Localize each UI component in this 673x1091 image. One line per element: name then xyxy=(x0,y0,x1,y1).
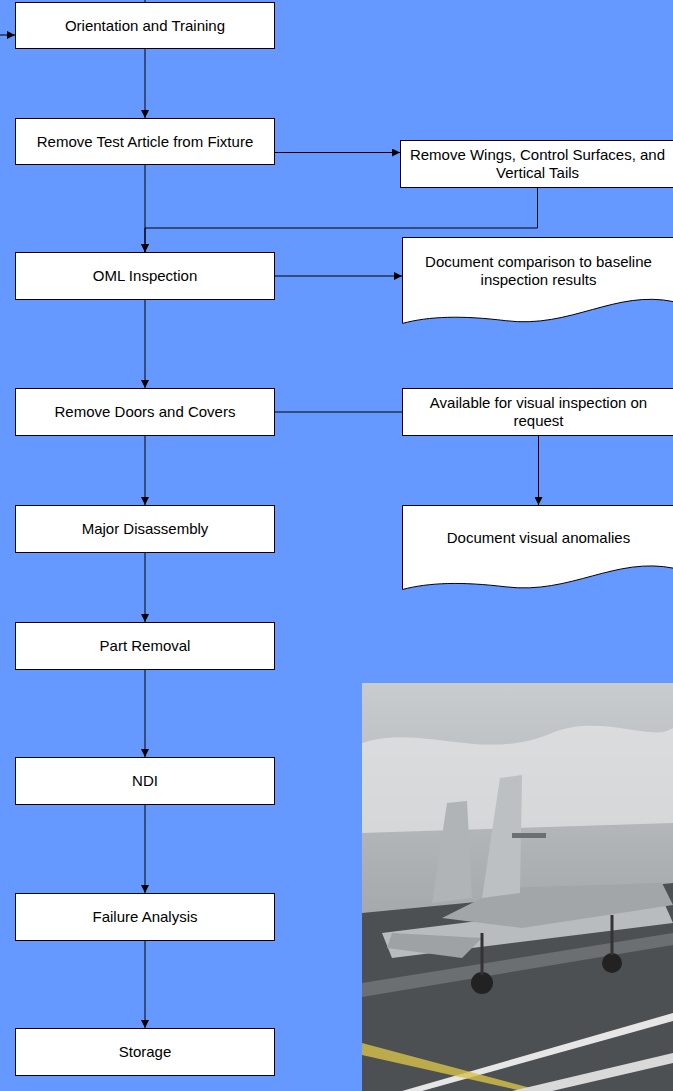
flow-arrow xyxy=(145,49,146,118)
flow-arrow xyxy=(275,276,402,277)
flow-arrow xyxy=(145,941,146,1028)
flow-arrow xyxy=(538,436,539,505)
process-box: Remove Test Article from Fixture xyxy=(15,118,275,165)
process-box: Available for visual inspection on reque… xyxy=(402,388,673,436)
node-label: Storage xyxy=(119,1043,172,1061)
process-box: Major Disassembly xyxy=(15,505,275,553)
return-arrow xyxy=(0,35,15,36)
text-holder: Remove Test Article from Fixture xyxy=(37,133,253,151)
node-label: OML Inspection xyxy=(93,267,198,285)
text-holder: Remove Wings, Control Surfaces, and Vert… xyxy=(407,146,668,182)
text-holder: OML Inspection xyxy=(93,267,198,285)
process-box: Orientation and Training xyxy=(15,2,275,49)
text-holder: Available for visual inspection on reque… xyxy=(409,394,668,430)
text-holder: NDI xyxy=(132,772,158,790)
text-holder: Document comparison to baseline inspecti… xyxy=(410,253,667,289)
node-label: Available for visual inspection on reque… xyxy=(409,394,668,430)
node-label: Remove Test Article from Fixture xyxy=(37,133,253,151)
text-holder: Storage xyxy=(119,1043,172,1061)
flow-arrow xyxy=(275,152,400,153)
node-label: Failure Analysis xyxy=(92,908,197,926)
flow-arrow xyxy=(145,805,146,893)
node-label: Remove Wings, Control Surfaces, and Vert… xyxy=(407,146,668,182)
document-shape: Document visual anomalies xyxy=(402,505,673,593)
node-label: Document comparison to baseline inspecti… xyxy=(410,253,667,289)
document-shape: Document comparison to baseline inspecti… xyxy=(402,237,673,327)
text-holder: Orientation and Training xyxy=(65,17,225,35)
aircraft-photo xyxy=(362,683,673,1091)
text-holder: Major Disassembly xyxy=(82,520,209,538)
node-label: NDI xyxy=(132,772,158,790)
flow-arrow xyxy=(145,436,146,505)
flow-arrow xyxy=(275,412,402,413)
flow-arrow xyxy=(145,300,146,388)
flow-arrow xyxy=(145,553,146,622)
node-label: Document visual anomalies xyxy=(447,529,630,547)
process-box: Remove Doors and Covers xyxy=(15,388,275,436)
process-box: Storage xyxy=(15,1028,275,1076)
text-holder: Part Removal xyxy=(100,637,191,655)
process-box: OML Inspection xyxy=(15,252,275,300)
flow-arrow xyxy=(145,670,146,757)
node-label: Part Removal xyxy=(100,637,191,655)
process-box: Part Removal xyxy=(15,622,275,670)
process-box: Remove Wings, Control Surfaces, and Vert… xyxy=(400,140,673,188)
text-holder: Remove Doors and Covers xyxy=(55,403,236,421)
node-label: Orientation and Training xyxy=(65,17,225,35)
process-box: Failure Analysis xyxy=(15,893,275,941)
text-holder: Document visual anomalies xyxy=(447,529,630,547)
document-outline xyxy=(402,505,673,593)
document-path xyxy=(403,506,673,590)
process-box: NDI xyxy=(15,757,275,805)
node-label: Remove Doors and Covers xyxy=(55,403,236,421)
text-holder: Failure Analysis xyxy=(92,908,197,926)
document-path xyxy=(403,238,673,324)
node-label: Major Disassembly xyxy=(82,520,209,538)
